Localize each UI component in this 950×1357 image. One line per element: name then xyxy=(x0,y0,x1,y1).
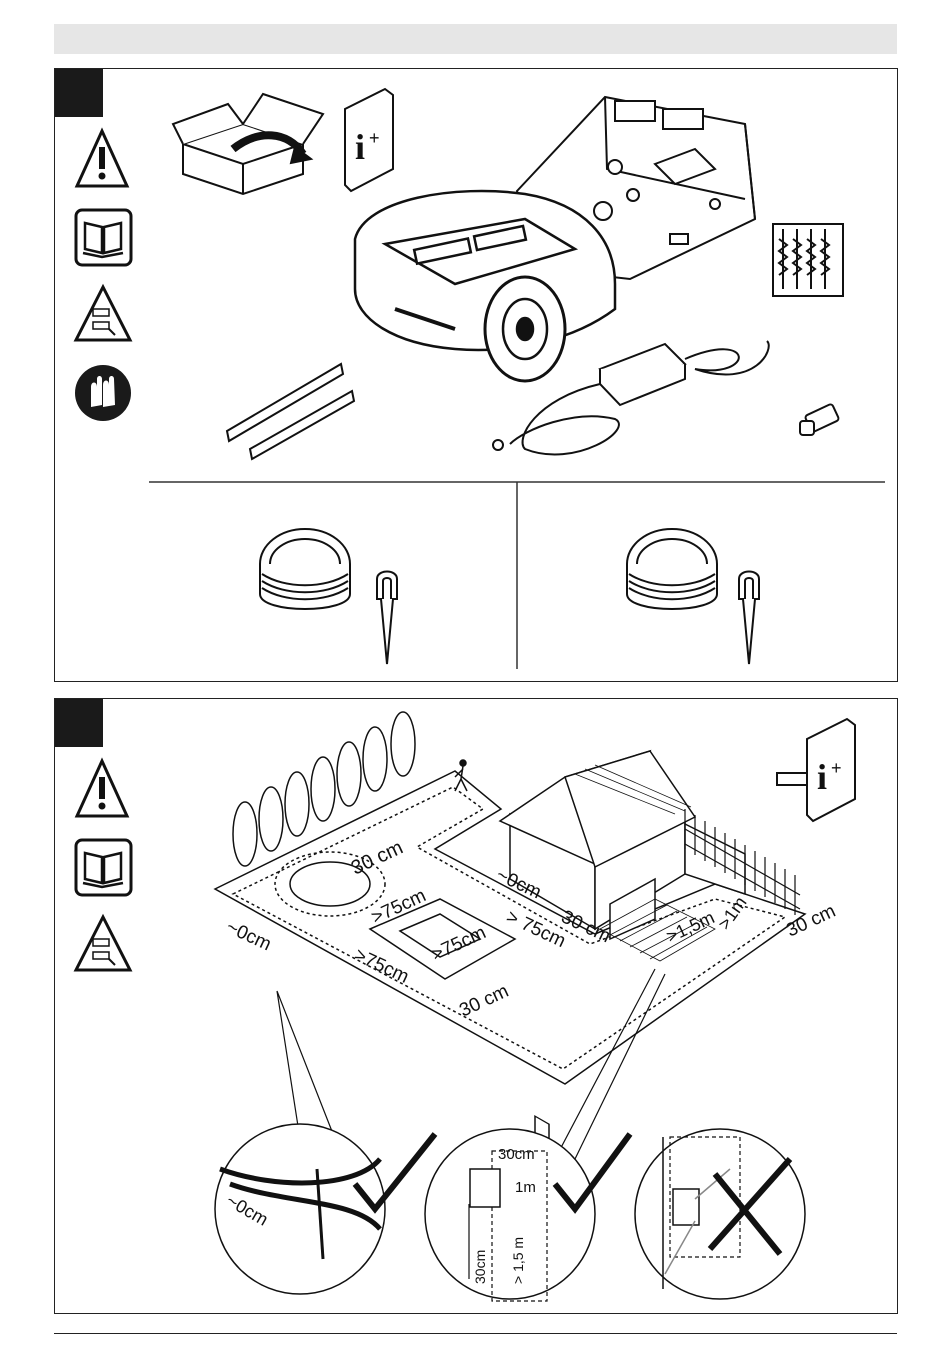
manual-icon xyxy=(76,210,131,265)
wire-connector xyxy=(800,404,839,435)
robot-mower xyxy=(355,191,615,381)
warning-icon xyxy=(77,131,127,186)
footer-rule xyxy=(54,1333,897,1334)
gloves-icon xyxy=(75,365,131,421)
hazard-triangle-icon xyxy=(76,287,130,340)
warning-icon xyxy=(77,761,127,816)
svg-text:i: i xyxy=(817,757,827,797)
svg-text:+: + xyxy=(831,758,842,778)
panel-installation-layout: i + xyxy=(54,698,898,1314)
detail-station-correct: 30cm 1m 30cm > 1,5 m xyxy=(425,1129,630,1301)
manual-icon xyxy=(76,840,131,895)
detail-wire-peg: ~0cm xyxy=(215,1124,435,1294)
detail-station-incorrect xyxy=(635,1129,805,1299)
svg-text:i: i xyxy=(355,127,365,167)
header-bar xyxy=(54,24,897,54)
dim-30cm-right: 30 cm xyxy=(783,901,839,942)
dim-0cm-left: ~0cm xyxy=(223,916,274,955)
detail-dim-1-5m: > 1,5 m xyxy=(510,1237,526,1284)
info-book-icon: i + xyxy=(345,89,393,191)
hazard-triangle-icon xyxy=(76,917,130,970)
detail-dim-1m: 1m xyxy=(515,1179,536,1196)
svg-text:+: + xyxy=(369,128,380,148)
contents-illustration: i + xyxy=(55,69,897,681)
boundary-wire-coil-right xyxy=(627,529,717,609)
detail-dim-30cm: 30cm xyxy=(498,1146,535,1163)
garden-layout-illustration: i + xyxy=(55,699,897,1313)
boundary-wire-coil-left xyxy=(260,529,350,609)
fixing-peg-right xyxy=(739,572,759,665)
fixing-peg-left xyxy=(377,572,397,665)
panel-box-contents: i + xyxy=(54,68,898,682)
info-book-icon: i + xyxy=(807,719,855,821)
lawn-gauge-strips xyxy=(227,364,354,459)
detail-dim-30cm-vertical: 30cm xyxy=(472,1250,488,1284)
open-box xyxy=(173,94,323,194)
screw-anchors xyxy=(773,224,843,296)
